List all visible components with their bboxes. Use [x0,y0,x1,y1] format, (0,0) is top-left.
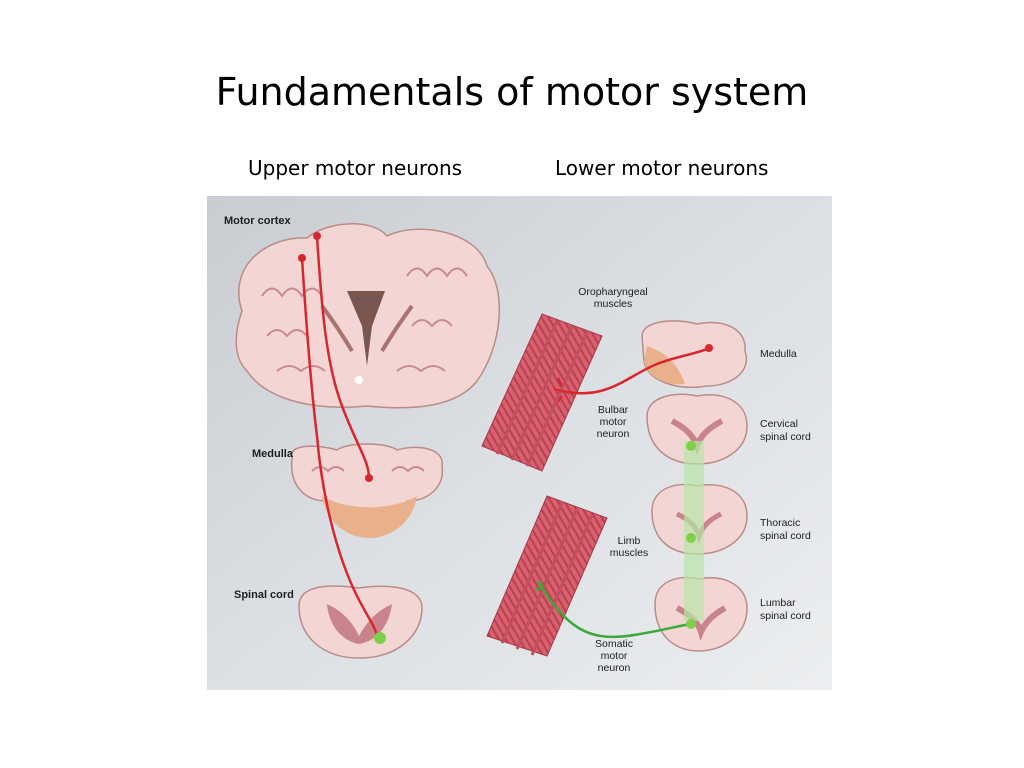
label-bulbar-line3: neuron [597,428,630,440]
label-limb-muscles-line1: Limb [618,535,641,547]
label-oropharyngeal-muscles-line1: Oropharyngeal [578,286,647,298]
limb-muscle-bundle [486,495,608,657]
label-cervical-line2: spinal cord [760,431,811,443]
subheading-upper-motor-neurons: Upper motor neurons [248,156,463,180]
label-bulbar-line2: motor [600,416,627,428]
label-thoracic-line2: spinal cord [760,530,811,542]
oropharyngeal-muscle-bundle [481,313,603,472]
medulla-left-section [290,443,444,538]
upper-motor-neuron-tract [298,232,386,644]
label-medulla-left: Medulla [252,448,294,460]
label-medulla-right: Medulla [760,348,797,360]
label-limb-muscles-line2: muscles [610,547,649,559]
label-lumbar-line1: Lumbar [760,597,796,609]
label-thoracic-line1: Thoracic [760,517,800,529]
label-bulbar-line1: Bulbar [598,404,629,416]
label-lumbar-line2: spinal cord [760,610,811,622]
label-spinal-cord: Spinal cord [234,589,294,601]
somatic-motor-neuron [534,579,696,639]
motor-system-illustration: Motor cortex Medulla Spinal cord Orophar… [207,196,832,690]
label-somatic-line1: Somatic [595,638,633,650]
label-oropharyngeal-muscles-line2: muscles [594,298,633,310]
brain-coronal-section [235,223,501,409]
label-somatic-line2: motor [601,650,628,662]
label-somatic-line3: neuron [598,662,631,674]
label-cervical-line1: Cervical [760,418,798,430]
subheading-lower-motor-neurons: Lower motor neurons [555,156,769,180]
label-motor-cortex: Motor cortex [224,215,292,227]
bulbar-motor-neuron [553,344,713,403]
spinal-cord-column [684,441,704,621]
slide-title: Fundamentals of motor system [215,70,809,114]
